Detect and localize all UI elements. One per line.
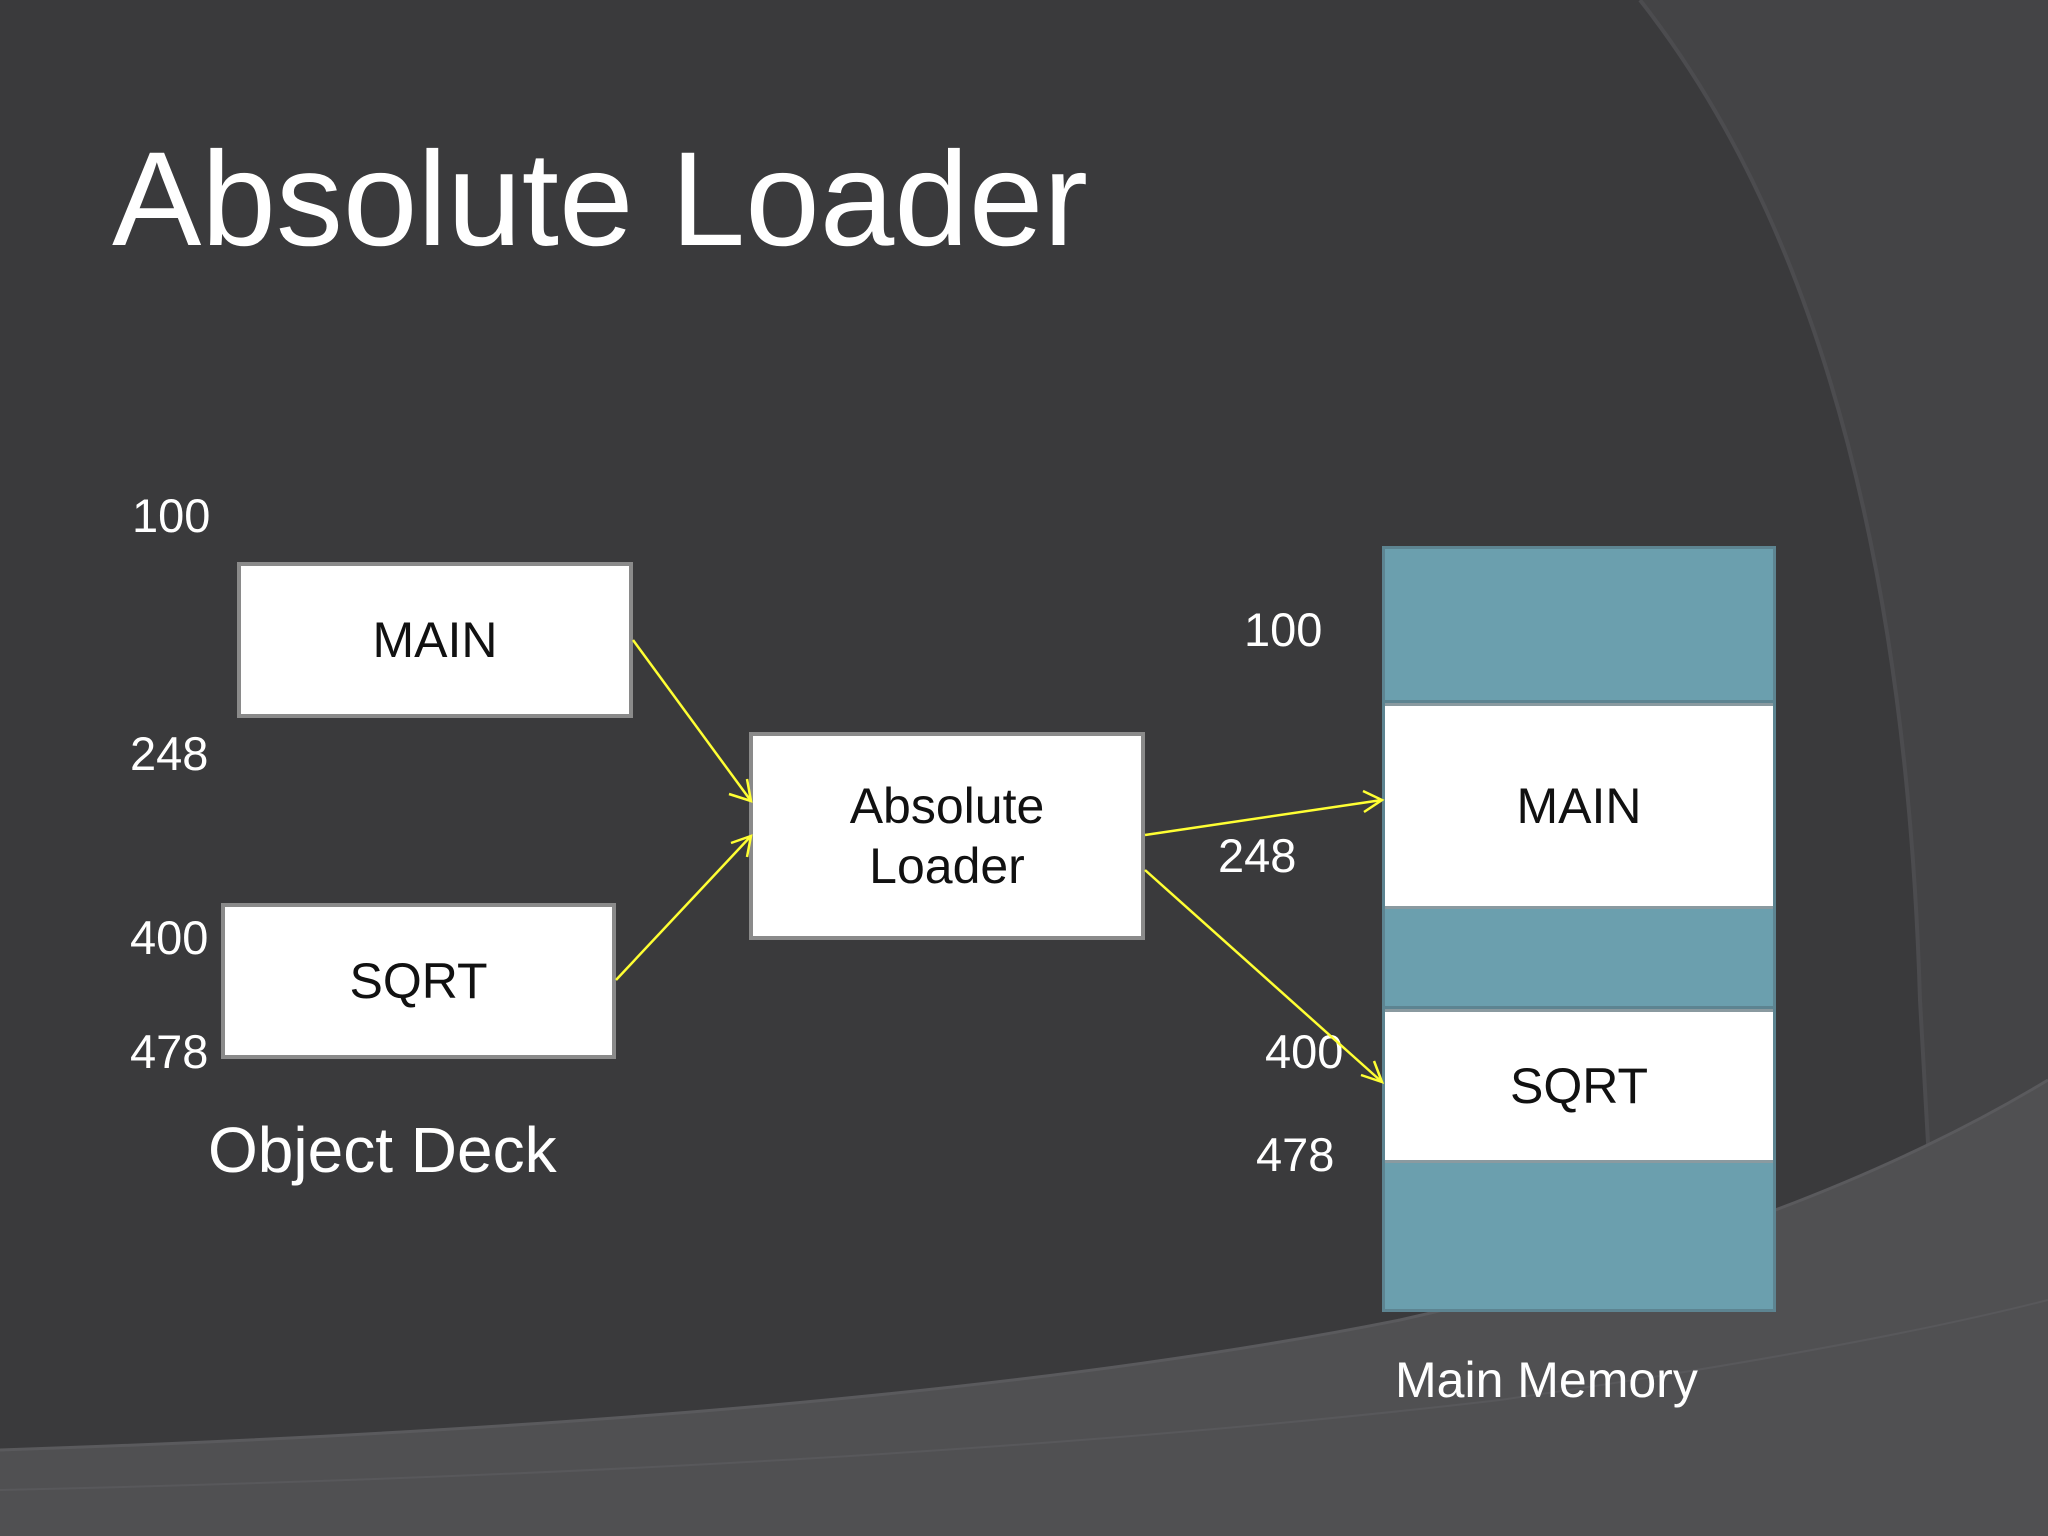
memory-address-400: 400 [1265, 1025, 1344, 1078]
deck-main-label: MAIN [372, 612, 498, 668]
memory-main-segment: MAIN [1385, 703, 1773, 909]
memory-free-region-bottom [1385, 1163, 1773, 1309]
memory-free-region-top [1385, 549, 1773, 703]
memory-main-label: MAIN [1516, 778, 1642, 834]
memory-free-region-middle [1385, 909, 1773, 1009]
deck-main-box: MAIN [237, 562, 633, 718]
deck-sqrt-box: SQRT [221, 903, 616, 1059]
main-memory-caption: Main Memory [1395, 1352, 1698, 1408]
memory-sqrt-label: SQRT [1510, 1058, 1648, 1114]
object-deck-caption: Object Deck [208, 1114, 557, 1186]
deck-address-248: 248 [130, 727, 209, 780]
absolute-loader-box: Absolute Loader [749, 732, 1145, 940]
memory-address-248: 248 [1218, 829, 1297, 882]
deck-address-478: 478 [130, 1025, 209, 1078]
slide-title: Absolute Loader [112, 125, 1088, 274]
loader-label-line2: Loader [869, 838, 1025, 894]
memory-address-100: 100 [1244, 603, 1323, 656]
deck-address-400: 400 [130, 911, 209, 964]
loader-label-line1: Absolute [849, 778, 1045, 834]
memory-sqrt-segment: SQRT [1385, 1009, 1773, 1163]
deck-address-100: 100 [132, 489, 211, 542]
deck-sqrt-label: SQRT [349, 953, 488, 1009]
memory-address-478: 478 [1256, 1128, 1335, 1181]
main-memory-block: MAIN SQRT [1382, 546, 1776, 1312]
